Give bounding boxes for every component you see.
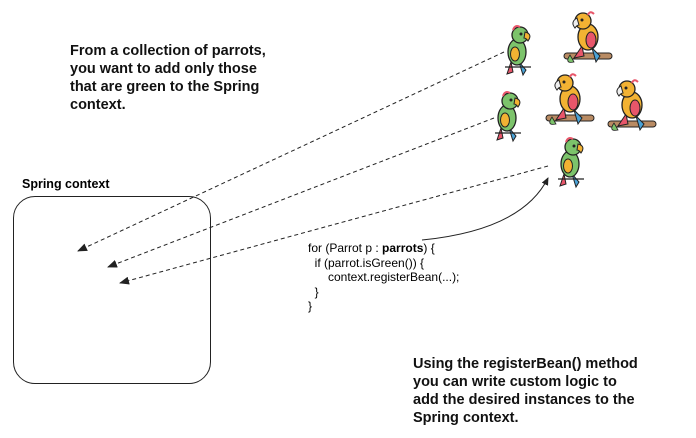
spring-context-box [13,196,211,384]
arrow-code-to-parrot [421,177,549,241]
spring-context-label: Spring context [22,177,110,191]
arrow-parrot-3 [119,165,549,285]
bottom-note: Using the registerBean() method you can … [413,356,638,426]
arrow-parrot-1 [77,51,505,252]
code-line-5: } [308,299,313,313]
code-line-1: for (Parrot p : parrots) { [308,241,435,255]
code-line-3: context.registerBean(...); [308,270,460,284]
arrow-parrot-2 [107,117,495,268]
green-parrot-2-icon [494,91,522,142]
code-line-4: } [308,284,319,299]
top-note: From a collection of parrots, you want t… [70,43,266,113]
code-line-2: if (parrot.isGreen()) { [308,255,425,270]
yellow-parrot-2-icon [545,73,595,126]
code-parrots-keyword: parrots [382,241,424,255]
yellow-parrot-3-icon [607,79,657,132]
green-parrot-1-icon [504,25,532,76]
yellow-parrot-1-icon [563,11,613,64]
code-snippet: for (Parrot p : parrots) { if (parrot.is… [308,241,459,314]
green-parrot-3-icon [557,137,585,188]
